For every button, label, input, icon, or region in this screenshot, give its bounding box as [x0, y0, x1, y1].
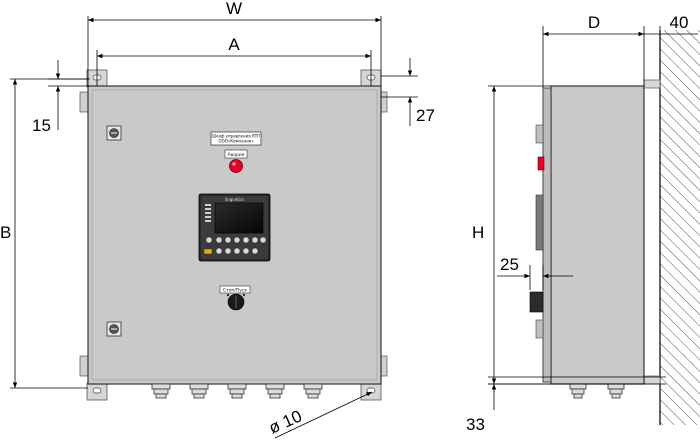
cable-gland — [151, 383, 171, 399]
side-dimensions — [488, 26, 698, 410]
alarm-lamp-icon — [229, 159, 243, 173]
enclosure-side — [550, 85, 645, 385]
hinge-top — [79, 91, 89, 113]
door-edge — [542, 87, 552, 383]
dimension-27-label: 27 — [416, 106, 435, 125]
controller-hmi: Segnetics — [198, 193, 271, 262]
alarm-label-plate — [224, 149, 248, 159]
door-lock-top — [106, 125, 122, 141]
alarm-lamp-side-icon — [537, 156, 545, 171]
dimension-h-label: H — [472, 223, 484, 242]
dimension-w-label: W — [226, 0, 242, 18]
nameplate-line-2: ООО«Компания» — [218, 139, 254, 144]
selector-side-icon — [529, 291, 544, 313]
side-view — [529, 30, 700, 425]
cable-gland — [189, 383, 209, 399]
controller-brand: Segnetics — [225, 197, 245, 202]
side-cable-glands — [569, 383, 625, 399]
bottom-left-bracket — [86, 382, 108, 401]
wall-hatch — [660, 30, 700, 425]
controller-side — [535, 194, 544, 251]
front-view: Шкаф управления ЯТП ООО«Компания» Авария… — [79, 69, 388, 401]
cable-glands — [151, 383, 323, 399]
dimension-a-label: A — [228, 35, 240, 54]
dimension-d-label: D — [588, 13, 600, 32]
alarm-label: Авария — [228, 152, 245, 158]
dimension-b-label: B — [0, 223, 11, 242]
cable-gland — [265, 383, 285, 399]
door-lock-bottom — [106, 321, 122, 337]
controller-keypad — [205, 236, 267, 255]
dimension-25-label: 25 — [500, 255, 519, 274]
nameplate: Шкаф управления ЯТП ООО«Компания» — [210, 131, 262, 146]
cable-gland — [227, 383, 247, 399]
cable-gland — [303, 383, 323, 399]
nameplate-line-1: Шкаф управления ЯТП — [212, 134, 260, 139]
front-dimensions — [10, 16, 418, 439]
selector-label: Стоп/Пуск — [223, 287, 247, 293]
selector-label-plate — [219, 285, 251, 294]
dimension-15-label: 15 — [32, 116, 51, 135]
dimension-33-label: 33 — [466, 415, 485, 434]
controller-screen — [214, 202, 264, 234]
dimension-40-label: 40 — [670, 13, 689, 32]
bottom-right-bracket — [360, 382, 382, 401]
hinge-bottom — [79, 355, 89, 377]
selector-switch-icon — [226, 293, 246, 311]
